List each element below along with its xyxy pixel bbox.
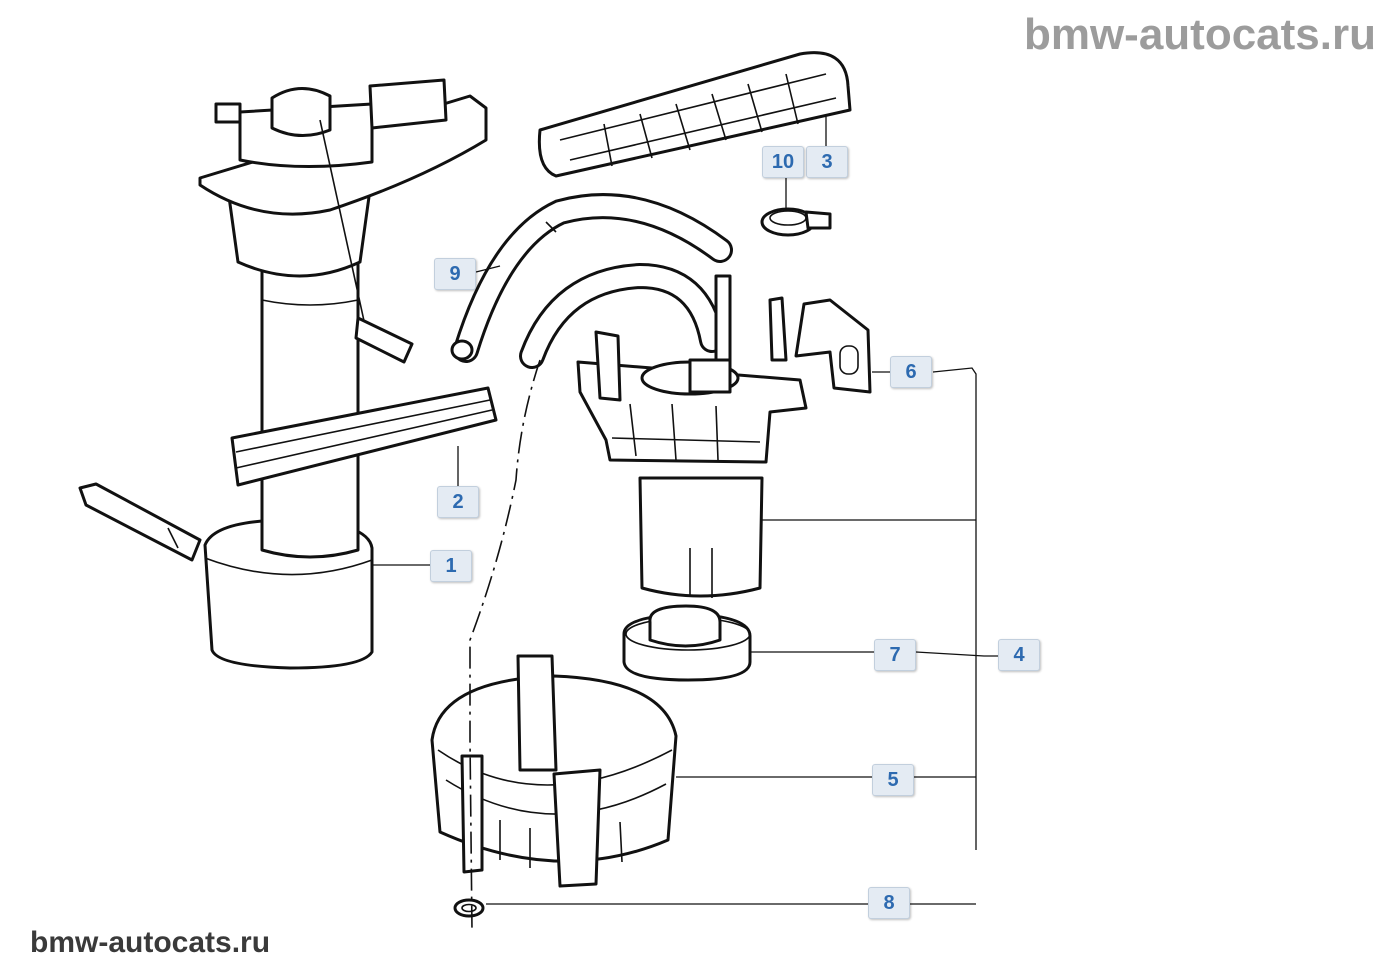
part-7-filter (622, 604, 752, 682)
part-9-hose (450, 193, 733, 369)
part-3-cover (537, 51, 852, 178)
watermark-bottom: bmw-autocats.ru (30, 926, 271, 959)
callout-5[interactable]: 5 (872, 764, 914, 796)
part-10-clamp (760, 207, 832, 237)
part-5-bracket (430, 654, 678, 888)
callout-8[interactable]: 8 (868, 887, 910, 919)
part-6-retainer (794, 298, 872, 394)
callout-10[interactable]: 10 (762, 146, 804, 178)
callout-9[interactable]: 9 (434, 258, 476, 290)
part-1-sender-unit (78, 78, 498, 670)
part-8-o-ring (453, 898, 485, 918)
callout-6[interactable]: 6 (890, 356, 932, 388)
callout-7[interactable]: 7 (874, 639, 916, 671)
callout-1[interactable]: 1 (430, 550, 472, 582)
part-4-pump-assembly (576, 274, 808, 598)
assembly-axis-line (469, 359, 541, 931)
watermark-top: bmw-autocats.ru (1023, 10, 1376, 59)
leader-lines (372, 114, 998, 905)
callout-2[interactable]: 2 (437, 486, 479, 518)
callout-3[interactable]: 3 (806, 146, 848, 178)
callout-4[interactable]: 4 (998, 639, 1040, 671)
